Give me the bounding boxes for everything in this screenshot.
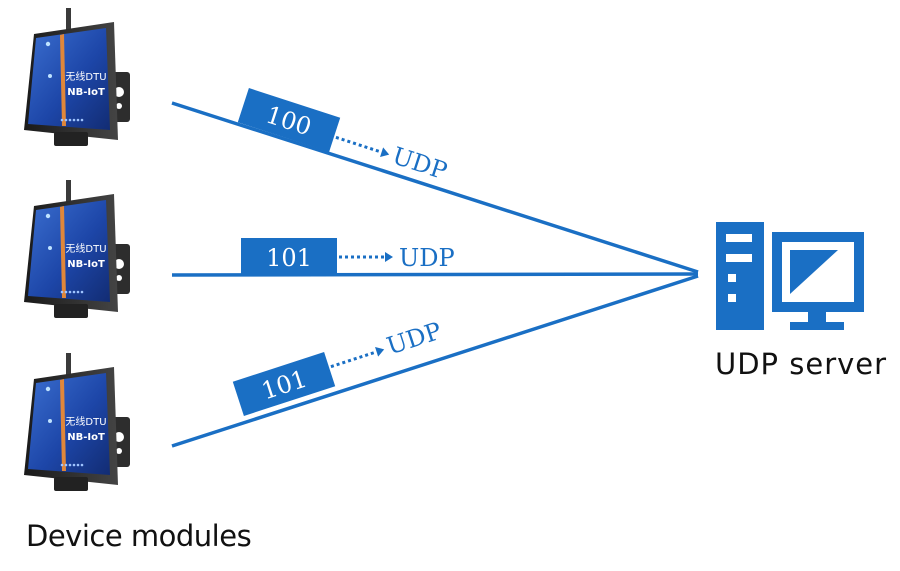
packet-box — [241, 238, 337, 276]
arrow-dotted-line — [335, 135, 383, 154]
protocol-label: UDP — [399, 244, 455, 272]
device-model-text: NB-IoT — [67, 432, 105, 443]
link-2: 101 UDP — [241, 238, 455, 276]
link-line-1 — [171, 101, 699, 274]
packet-box — [232, 352, 336, 416]
packet-label: 101 — [266, 244, 312, 272]
server-computer-icon — [716, 222, 864, 330]
arrow-head-icon — [385, 252, 393, 262]
arrow-head-icon — [375, 347, 385, 357]
devices-label: Device modules — [26, 519, 252, 553]
device-module-3: 无线DTU NB-IoT — [24, 353, 130, 491]
device-brand-text: 无线DTU — [65, 415, 106, 428]
arrow-dotted-line — [330, 350, 378, 369]
device-model-text: NB-IoT — [67, 259, 105, 270]
device-module-1: 无线DTU NB-IoT — [24, 8, 130, 146]
link-1: 100 UDP — [237, 88, 451, 186]
packet-box — [237, 88, 341, 152]
arrow-head-icon — [380, 147, 390, 157]
device-model-text: NB-IoT — [67, 87, 105, 98]
protocol-label: UDP — [383, 317, 445, 361]
device-brand-text: 无线DTU — [65, 242, 106, 255]
device-brand-text: 无线DTU — [65, 70, 106, 83]
server-label: UDP server — [715, 347, 888, 381]
packet-label: 101 — [258, 365, 310, 406]
link-line-3 — [171, 274, 699, 448]
protocol-label: UDP — [389, 142, 451, 186]
device-module-2: 无线DTU NB-IoT — [24, 180, 130, 318]
